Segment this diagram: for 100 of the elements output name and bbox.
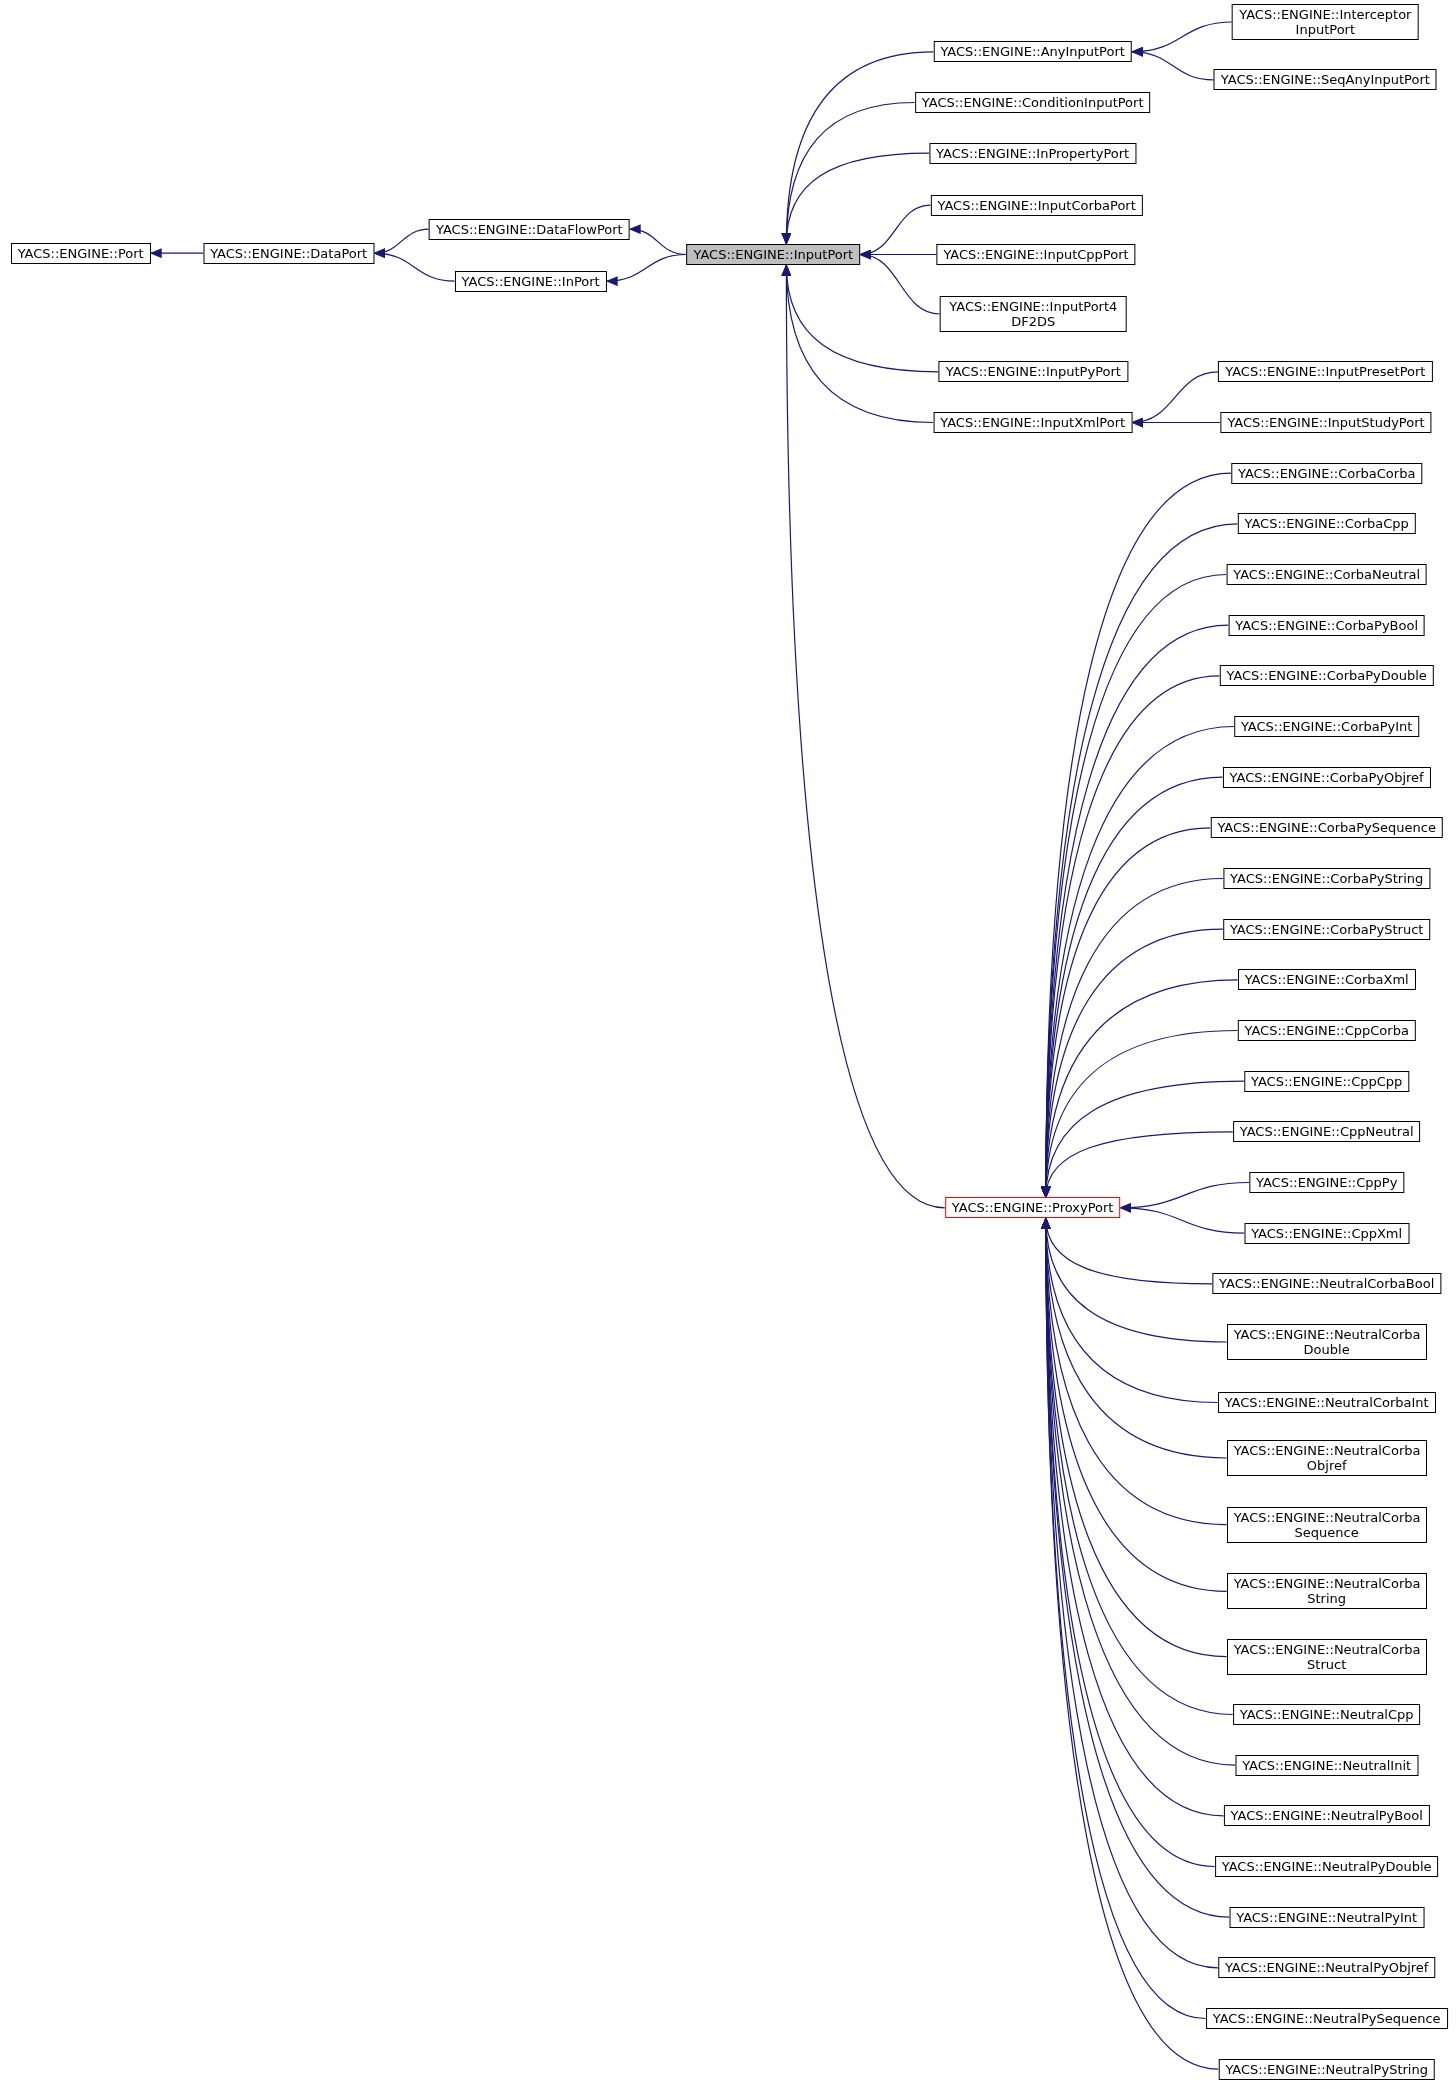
class-name: YACS::ENGINE::ConditionInputPort	[921, 95, 1144, 110]
class-name: YACS::ENGINE::InputPort	[693, 247, 854, 262]
class-name: YACS::ENGINE::NeutralCorba Sequence	[1233, 1509, 1420, 1540]
class-name: YACS::ENGINE::CorbaNeutral	[1233, 567, 1421, 582]
class-name: YACS::ENGINE::CppCpp	[1250, 1073, 1403, 1089]
inheritance-arrow	[1119, 1203, 1245, 1234]
class-box	[1220, 412, 1432, 433]
class-name: YACS::ENGINE::NeutralPySequence	[1212, 2011, 1441, 2026]
class-box	[929, 142, 1137, 164]
inheritance-arrow	[781, 264, 946, 1209]
class-name: YACS::ENGINE::NeutralCorba Objref	[1233, 1443, 1420, 1473]
class-box	[1226, 1440, 1427, 1476]
class-box	[936, 244, 1136, 265]
class-box	[1233, 716, 1420, 737]
class-name: YACS::ENGINE::CorbaCpp	[1244, 516, 1409, 532]
class-name: YACS::ENGINE::CorbaPyString	[1230, 871, 1424, 886]
class-name: YACS::ENGINE::NeutralInit	[1242, 1757, 1412, 1773]
class-box	[914, 92, 1151, 113]
class-name: YACS::ENGINE::NeutralCorba Double	[1233, 1327, 1420, 1357]
class-name: YACS::ENGINE::CorbaXml	[1244, 972, 1409, 988]
class-box	[1223, 868, 1431, 889]
class-box	[1218, 2058, 1435, 2080]
inheritance-arrow	[1131, 417, 1221, 428]
class-name: YACS::ENGINE::NeutralCorbaInt	[1224, 1395, 1429, 1410]
class-name: YACS::ENGINE::InputCorbaPort	[937, 197, 1136, 213]
class-box	[1237, 1020, 1416, 1041]
class-name: YACS::ENGINE::CppCorba	[1244, 1023, 1409, 1038]
class-box	[686, 244, 861, 265]
class-box	[1237, 969, 1416, 991]
class-name: YACS::ENGINE::InPort	[461, 273, 600, 289]
class-name: YACS::ENGINE::DataPort	[210, 245, 368, 261]
class-box	[1226, 564, 1428, 585]
class-name: YACS::ENGINE::CppPy	[1256, 1175, 1398, 1190]
class-name: YACS::ENGINE::NeutralCorbaBool	[1219, 1276, 1435, 1292]
inheritance-arrow	[149, 248, 204, 259]
class-box	[930, 194, 1143, 216]
class-box	[1244, 1222, 1410, 1244]
inheritance-arrow	[782, 152, 930, 245]
class-box	[1226, 1506, 1427, 1543]
class-name: YACS::ENGINE::InPropertyPort	[936, 145, 1130, 161]
class-box	[1223, 1805, 1430, 1827]
class-box	[1232, 1121, 1421, 1143]
class-box	[1230, 462, 1423, 484]
class-box	[1217, 1957, 1436, 1979]
class-name: YACS::ENGINE::ProxyPort	[951, 1200, 1114, 1216]
class-name: YACS::ENGINE::InputCppPort	[943, 247, 1129, 262]
class-box	[1205, 2008, 1448, 2029]
class-name: YACS::ENGINE::InputPyPort	[945, 364, 1121, 380]
inheritance-arrow	[1042, 1131, 1234, 1199]
class-box	[1232, 4, 1419, 40]
class-box	[1229, 1906, 1425, 1928]
class-box	[203, 242, 375, 264]
class-name: YACS::ENGINE::CppXml	[1251, 1225, 1403, 1241]
class-name: YACS::ENGINE::NeutralPyInt	[1236, 1909, 1418, 1925]
class-box	[933, 41, 1132, 63]
class-name: YACS::ENGINE::SeqAnyInputPort	[1220, 72, 1430, 88]
class-name: YACS::ENGINE::CorbaCorba	[1237, 465, 1416, 481]
class-name: YACS::ENGINE::CorbaPyStruct	[1229, 921, 1424, 937]
class-name: YACS::ENGINE::CorbaPyInt	[1240, 719, 1413, 734]
class-name: YACS::ENGINE::NeutralCorba Struct	[1233, 1641, 1420, 1672]
class-name: YACS::ENGINE::NeutralCpp	[1239, 1707, 1414, 1722]
class-box	[1249, 1172, 1405, 1193]
class-name: YACS::ENGINE::InputStudyPort	[1227, 415, 1425, 430]
class-name: YACS::ENGINE::AnyInputPort	[940, 44, 1125, 60]
class-box	[1226, 1324, 1427, 1360]
class-box	[1243, 1070, 1410, 1092]
class-box	[10, 242, 151, 264]
inheritance-arrow	[1130, 47, 1215, 81]
class-name: YACS::ENGINE::InputPresetPort	[1225, 364, 1426, 380]
class-box	[1214, 1856, 1439, 1877]
inheritance-arrow	[605, 253, 688, 286]
class-box	[1226, 1573, 1427, 1610]
class-name: YACS::ENGINE::CorbaPySequence	[1217, 820, 1436, 836]
class-name: YACS::ENGINE::CppNeutral	[1239, 1124, 1414, 1140]
class-box	[454, 270, 607, 292]
class-name: YACS::ENGINE::NeutralPyObjref	[1224, 1960, 1429, 1976]
class-box	[938, 361, 1128, 383]
inheritance-arrow	[373, 248, 456, 282]
class-box	[1213, 69, 1437, 91]
class-box	[1237, 513, 1416, 535]
class-box	[1232, 1704, 1421, 1725]
class-box	[1226, 1638, 1427, 1675]
class-name: YACS::ENGINE::Interceptor InputPort	[1239, 7, 1412, 37]
class-box	[1210, 817, 1443, 839]
class-box	[944, 1197, 1121, 1219]
class-name: YACS::ENGINE::CorbaPyBool	[1235, 617, 1419, 633]
class-name: YACS::ENGINE::InputPort4 DF2DS	[948, 299, 1119, 329]
class-name: YACS::ENGINE::CorbaPyObjref	[1229, 769, 1424, 785]
class-name: YACS::ENGINE::NeutralPyString	[1225, 2061, 1428, 2077]
class-name: YACS::ENGINE::NeutralCorba String	[1233, 1576, 1420, 1607]
class-name: YACS::ENGINE::Port	[17, 245, 144, 261]
class-box	[1235, 1754, 1419, 1776]
class-name: YACS::ENGINE::NeutralPyDouble	[1221, 1859, 1432, 1874]
class-box	[1218, 361, 1433, 383]
inheritance-arrow	[859, 250, 941, 315]
class-box	[1219, 665, 1434, 687]
class-name: YACS::ENGINE::InputXmlPort	[940, 415, 1126, 430]
class-name: YACS::ENGINE::DataFlowPort	[435, 221, 623, 237]
class-box	[1222, 918, 1431, 940]
class-box	[1217, 1392, 1436, 1413]
